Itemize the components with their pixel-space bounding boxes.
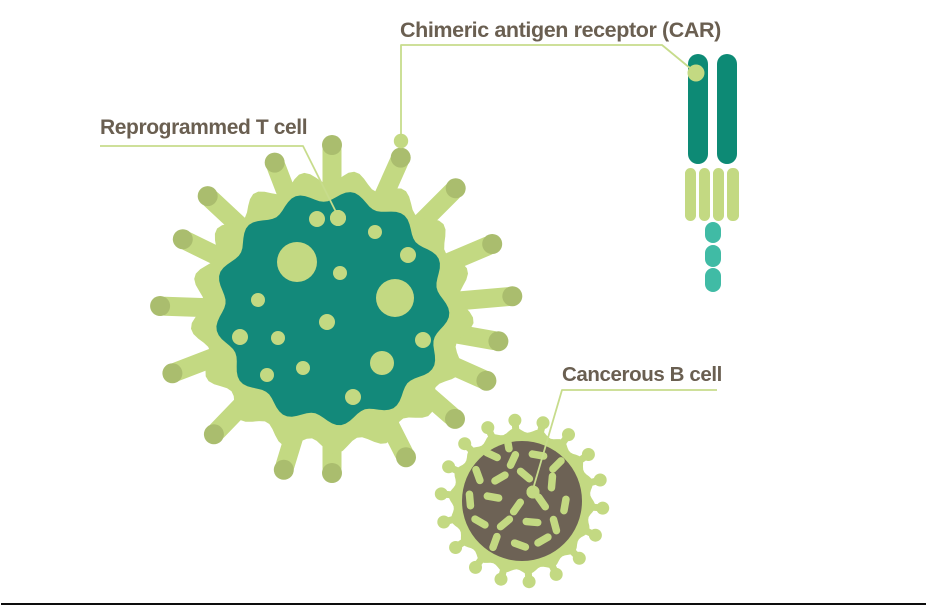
b-cell-rod — [510, 539, 530, 551]
leader-end-dot — [526, 485, 540, 499]
receptor-antigen-binding-bar — [688, 54, 708, 164]
b-cell-spike-tip — [588, 528, 602, 542]
t-cell-granule — [271, 331, 285, 345]
b-cell-spike-tip — [572, 551, 586, 565]
t-cell-spike-tip — [476, 370, 497, 391]
t-cell-spike-tip — [488, 331, 509, 352]
t-cell-spike-tip — [273, 459, 294, 480]
t-cell-spike-tip — [482, 234, 503, 254]
b-cell-rod — [483, 492, 503, 502]
cancerous-b-cell-illustration — [434, 413, 610, 589]
t-cell-spike-tip — [502, 286, 523, 307]
t-cell-granule — [319, 314, 335, 330]
receptor-hinge-bar — [699, 168, 710, 221]
b-cell-spike-tip — [562, 428, 575, 442]
b-cell-spike-tip — [481, 421, 495, 435]
b-cell-spike-tip — [549, 567, 563, 581]
b-cell-spike-tip — [581, 448, 595, 461]
b-cell-rod — [549, 515, 561, 535]
t-cell-granule — [277, 242, 317, 282]
leader-end-dot — [393, 133, 409, 149]
receptor-signaling-pill — [705, 268, 721, 292]
car-leader-line — [400, 44, 697, 141]
b-cell-rod — [522, 517, 542, 527]
t-cell-spike-tip — [197, 186, 218, 207]
b-cell-rod — [503, 433, 513, 453]
b-cell-rod — [483, 448, 501, 462]
b-cell-spike-tip — [508, 413, 522, 427]
label-reprogrammed-t-cell: Reprogrammed T cell — [100, 116, 307, 139]
b-cell-spike-tip — [593, 473, 607, 487]
t-cell-leader-line — [100, 145, 338, 215]
receptor-antigen-binding-bar — [717, 54, 737, 164]
receptor-hinge-bar — [713, 168, 724, 221]
b-cell-spike-tip — [442, 460, 456, 474]
b-cell-rod — [547, 472, 557, 492]
b-cell-spike-tip — [596, 501, 610, 515]
leader-end-dot — [330, 210, 346, 226]
receptor-signaling-pill — [705, 222, 721, 243]
b-cell-rod — [509, 498, 525, 516]
t-cell-spike-tip — [162, 363, 183, 384]
leader-end-dot — [687, 64, 705, 82]
b-cell-leader-line — [532, 389, 717, 490]
t-cell-spike-tip — [445, 408, 465, 429]
t-cell-granule — [345, 389, 361, 405]
t-cell-granule — [309, 211, 325, 227]
t-cell-granule — [376, 279, 414, 317]
receptor-signaling-pill — [705, 245, 721, 267]
b-cell-spike-tip — [494, 572, 508, 586]
car-receptor-illustration — [685, 54, 739, 292]
t-cell-granule — [368, 225, 382, 239]
b-cell-rod — [534, 533, 552, 547]
b-cell-rod — [516, 467, 534, 483]
bottom-border-line — [1, 603, 926, 605]
b-cell-spike-tip — [437, 515, 451, 529]
label-chimeric-antigen-receptor: Chimeric antigen receptor (CAR) — [400, 18, 721, 42]
t-cell-spike-tip — [445, 178, 466, 199]
b-cell-rod — [506, 451, 520, 469]
b-cell-rod — [489, 532, 501, 552]
t-cell-granule — [370, 351, 394, 375]
receptor-hinge-bar — [685, 168, 696, 221]
b-cell-rod — [465, 490, 475, 510]
t-cell-granule — [232, 329, 248, 345]
b-cell-rod — [472, 465, 484, 485]
t-cell-spike-tip — [322, 463, 342, 483]
b-cell-rod — [560, 495, 570, 515]
t-cell-granule — [333, 266, 347, 280]
t-cell-granule — [296, 361, 310, 375]
b-cell-rod — [496, 515, 514, 531]
b-cell-rod — [491, 471, 509, 485]
b-cell-spike-tip — [536, 416, 550, 430]
b-cell-spike-tip — [458, 437, 472, 451]
b-cell-rod — [534, 493, 550, 511]
t-cell-spike-tip — [396, 447, 416, 468]
b-cell-rod — [471, 515, 489, 529]
leader-lines — [100, 44, 717, 499]
t-cell-spike-tip — [203, 424, 224, 445]
label-cancerous-b-cell: Cancerous B cell — [562, 363, 722, 386]
t-cell-spike-tip — [264, 152, 285, 173]
t-cell-granule — [251, 293, 265, 307]
t-cell-granule — [400, 247, 416, 263]
b-cell-spike-tip — [434, 487, 448, 501]
t-cell-granule — [415, 332, 431, 348]
b-cell-spike-tip — [449, 541, 463, 554]
b-cell-spike-tip — [469, 560, 482, 574]
t-cell-granule — [260, 368, 274, 382]
b-cell-rod — [549, 457, 565, 473]
t-cell-spike-tip — [390, 147, 411, 168]
t-cell-spike-tip — [172, 229, 193, 250]
receptor-hinge-bar — [727, 168, 739, 221]
t-cell-spike-tip — [150, 296, 171, 316]
reprogrammed-t-cell-illustration — [150, 135, 523, 483]
t-cell-spike-tip — [322, 135, 342, 155]
b-cell-spike-tip — [522, 575, 536, 589]
